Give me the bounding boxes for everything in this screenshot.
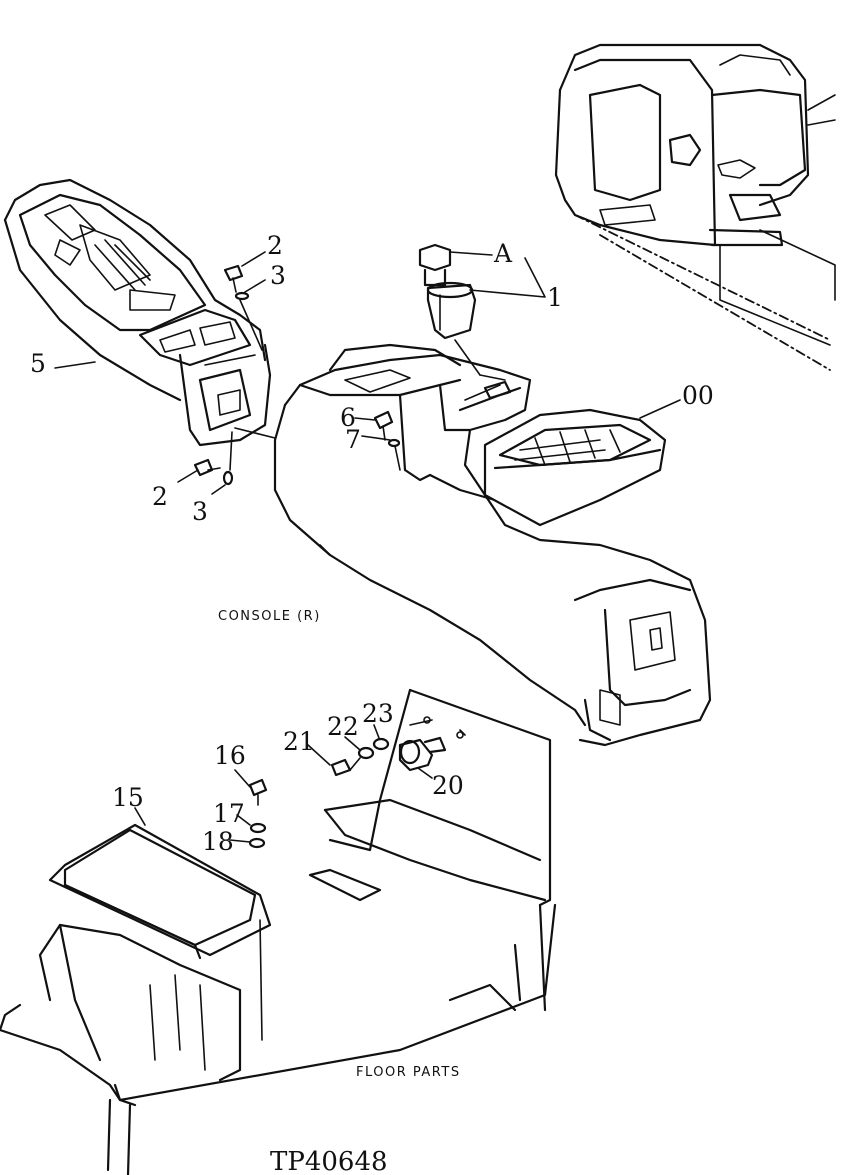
key-switch (418, 243, 506, 381)
floor-parts (0, 688, 557, 1175)
floor-parts-caption: FLOOR PARTS (356, 1065, 461, 1080)
callout-21: 21 (283, 727, 315, 756)
floor-box (48, 823, 272, 1041)
drawing-code: TP40648 (270, 1147, 388, 1175)
callout-16: 16 (214, 741, 246, 770)
callout-2-top: 2 (267, 231, 283, 260)
callout-17: 17 (213, 799, 245, 828)
callout-22: 22 (327, 712, 359, 741)
callout-20: 20 (432, 771, 464, 800)
callout-1: 1 (547, 283, 563, 312)
fasteners-console (193, 264, 401, 486)
console-caption: CONSOLE (R) (218, 609, 321, 624)
cab-illustration (554, 43, 836, 371)
leader-lines (54, 251, 681, 843)
callout-23: 23 (362, 699, 394, 728)
callout-2-bottom: 2 (152, 482, 168, 511)
keypad-module (483, 408, 667, 527)
callout-7: 7 (345, 425, 361, 454)
callout-5: 5 (30, 349, 46, 378)
callout-15: 15 (112, 783, 144, 812)
callout-18: 18 (202, 827, 234, 856)
callout-labels: 2 3 A 1 5 00 6 7 2 3 16 15 17 18 21 22 2… (30, 231, 714, 856)
monitor-panel (3, 178, 276, 447)
callout-00: 00 (682, 381, 714, 410)
callout-6: 6 (340, 403, 356, 432)
callout-A: A (493, 239, 513, 268)
floor-switch (248, 716, 447, 849)
callout-3-bottom: 3 (192, 497, 208, 526)
callout-3-top: 3 (270, 261, 286, 290)
